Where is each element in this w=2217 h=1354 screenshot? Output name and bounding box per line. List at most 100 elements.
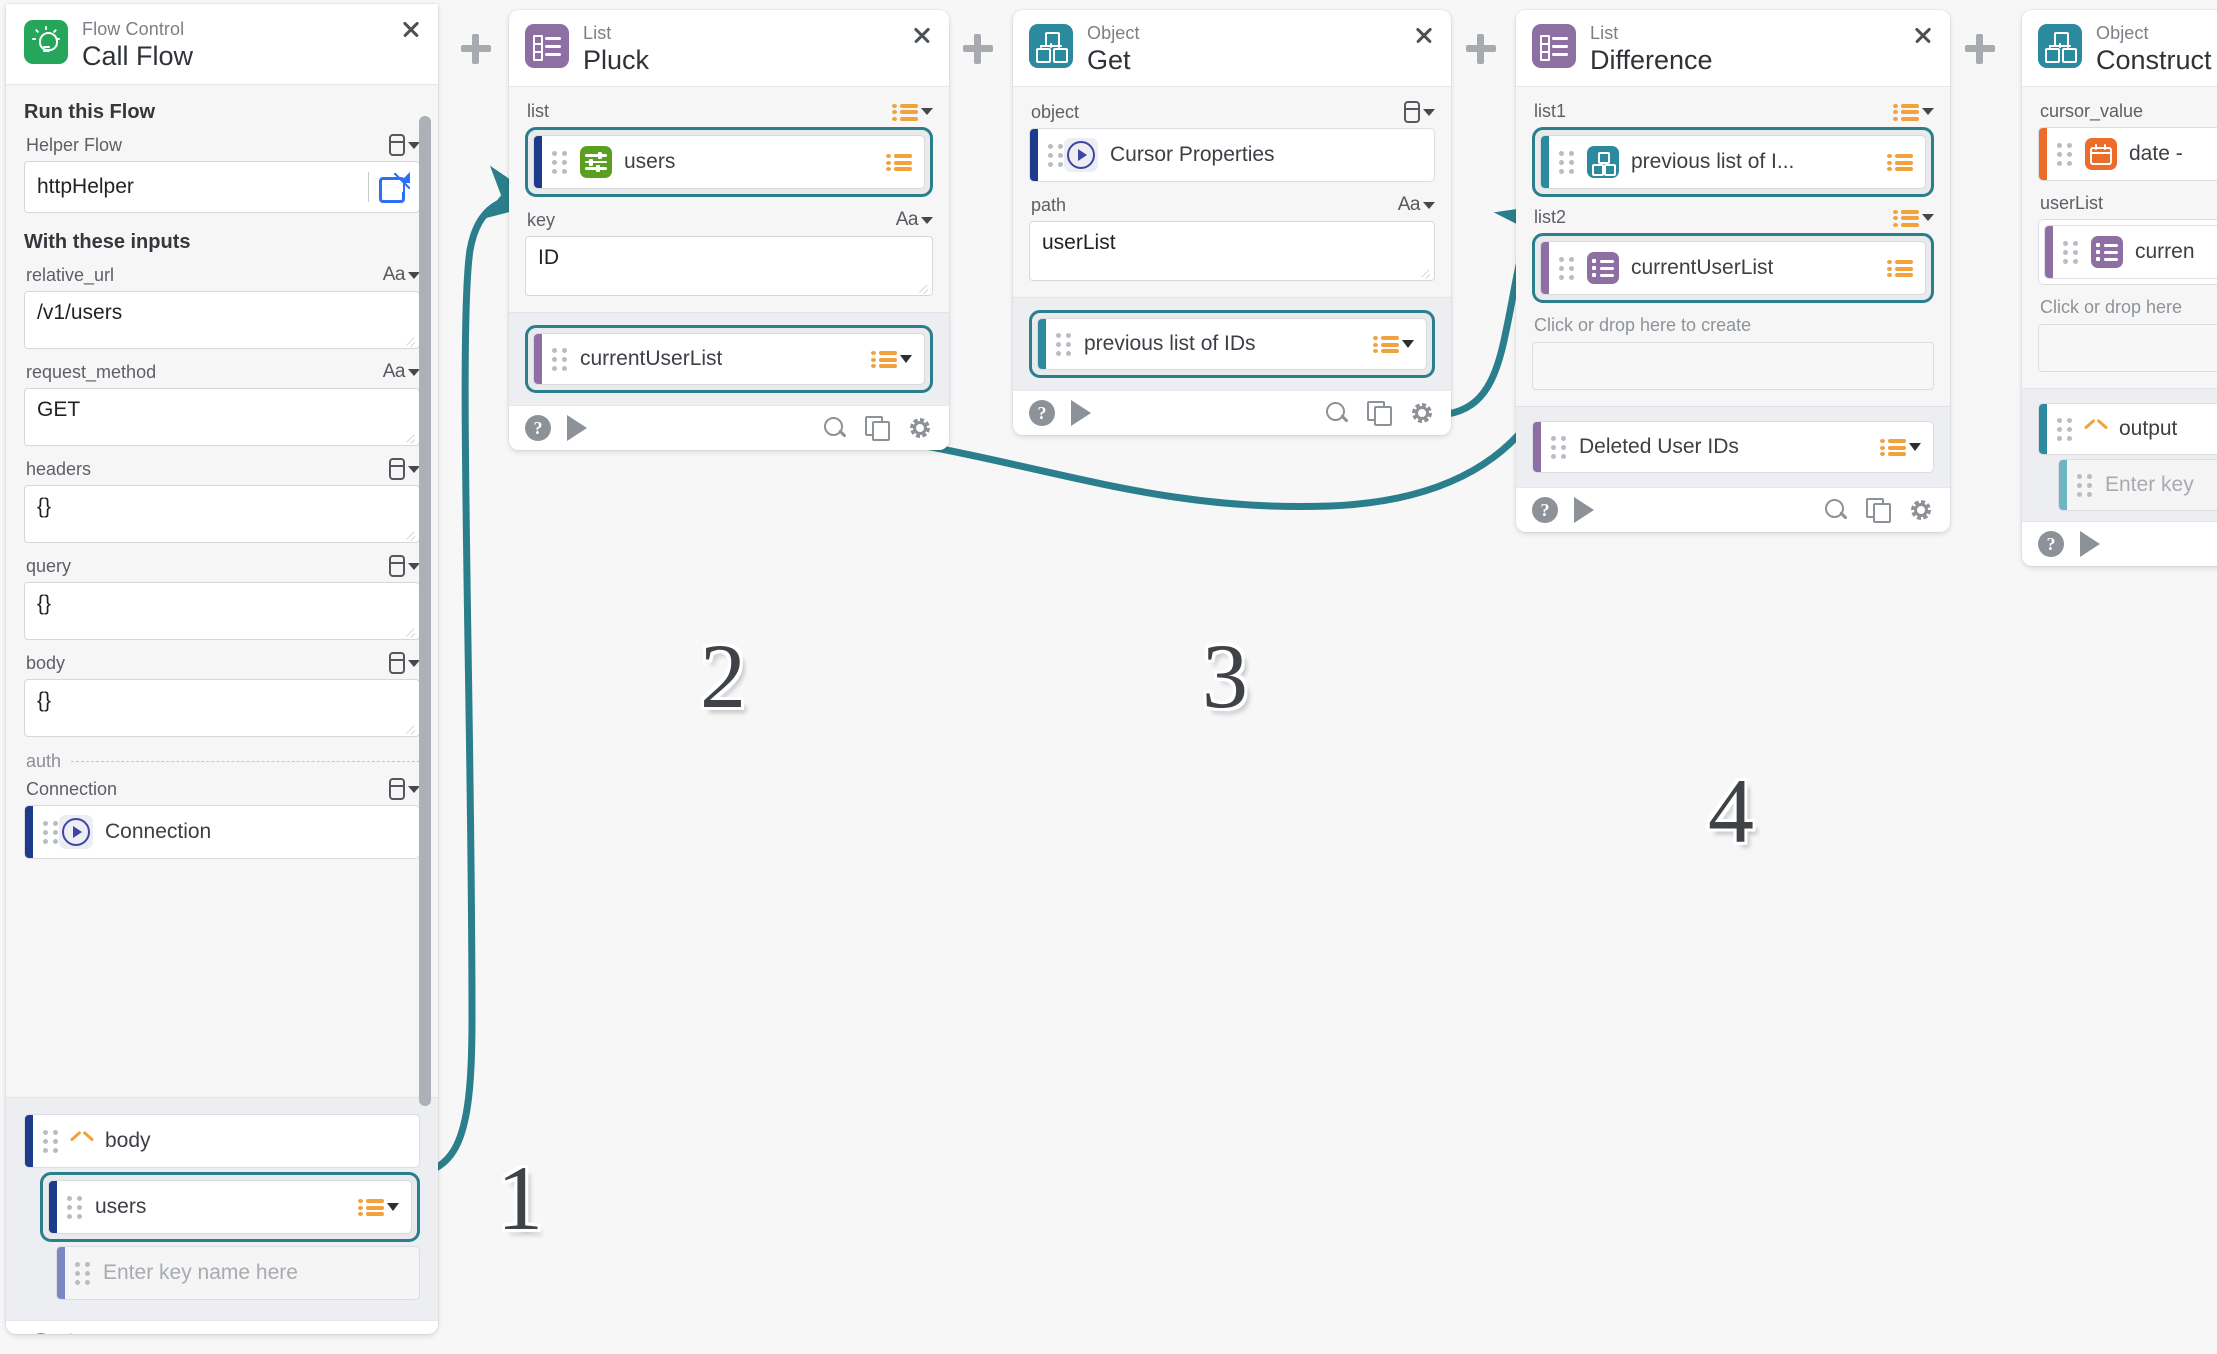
help-icon[interactable]: ? — [28, 1333, 54, 1334]
external-link-icon[interactable] — [377, 170, 411, 204]
drag-handle[interactable] — [552, 348, 568, 372]
drag-handle[interactable] — [43, 821, 59, 845]
output-new-key-input[interactable]: Enter key name here — [56, 1246, 420, 1301]
query-input[interactable]: {} — [24, 582, 420, 641]
drag-handle[interactable] — [43, 1130, 59, 1154]
helper-flow-type-dropdown[interactable] — [389, 134, 420, 157]
helper-flow-input[interactable]: httpHelper — [24, 161, 420, 214]
chevron-up-icon[interactable] — [71, 1135, 93, 1147]
gear-icon[interactable] — [1908, 497, 1934, 523]
get-path-type-dropdown[interactable]: Aa — [1398, 194, 1435, 216]
drag-handle[interactable] — [2077, 474, 2093, 498]
pluck-list-token-type[interactable] — [886, 153, 912, 172]
pluck-list-type-dropdown[interactable] — [892, 103, 933, 121]
construct-cursor-value-token[interactable]: date - — [2038, 127, 2217, 182]
get-output-type-dropdown[interactable] — [1373, 335, 1414, 354]
pluck-list-token[interactable]: users — [533, 135, 925, 190]
difference-list2-token[interactable]: currentUserList — [1540, 241, 1926, 296]
drag-handle[interactable] — [1551, 436, 1567, 460]
close-icon[interactable] — [1411, 22, 1437, 48]
add-node-button-4[interactable] — [1965, 34, 1995, 64]
drag-handle[interactable] — [1559, 151, 1575, 175]
body-type-dropdown[interactable] — [389, 652, 420, 675]
connection-type-dropdown[interactable] — [389, 778, 420, 801]
get-object-token[interactable]: Cursor Properties — [1029, 128, 1435, 183]
difference-list1-type-dropdown[interactable] — [1893, 103, 1934, 121]
get-output-selection: previous list of IDs — [1029, 310, 1435, 379]
construct-new-key-input[interactable]: Enter key — [2058, 459, 2217, 512]
drag-handle[interactable] — [2057, 418, 2073, 442]
get-output-token[interactable]: previous list of IDs — [1037, 318, 1427, 371]
construct-userlist-token[interactable]: curren — [2044, 225, 2217, 280]
construct-dropzone[interactable] — [2038, 324, 2217, 373]
get-title: Get — [1087, 44, 1131, 75]
help-icon[interactable]: ? — [2038, 531, 2064, 558]
play-icon[interactable] — [1574, 497, 1594, 524]
relative-url-label: relative_url — [26, 264, 115, 285]
difference-dropzone-label: Click or drop here to create — [1534, 315, 1752, 336]
output-users-token[interactable]: users — [48, 1180, 412, 1235]
help-icon[interactable]: ? — [1532, 497, 1558, 524]
difference-list1-token[interactable]: previous list of I... — [1540, 135, 1926, 190]
headers-type-dropdown[interactable] — [389, 458, 420, 481]
drag-handle[interactable] — [1056, 333, 1072, 357]
drag-handle[interactable] — [1559, 257, 1575, 281]
construct-output-token[interactable]: output — [2038, 403, 2217, 456]
drag-handle[interactable] — [1048, 144, 1064, 168]
pluck-key-input[interactable]: ID — [525, 236, 933, 297]
close-icon[interactable] — [398, 16, 424, 42]
pluck-key-type-dropdown[interactable]: Aa — [896, 209, 933, 231]
close-icon[interactable] — [909, 22, 935, 48]
drag-handle[interactable] — [2057, 143, 2073, 167]
search-icon[interactable] — [1325, 401, 1349, 425]
output-body-token[interactable]: body — [24, 1114, 420, 1169]
drag-handle[interactable] — [75, 1262, 91, 1286]
play-icon[interactable] — [70, 1333, 90, 1334]
drag-handle[interactable] — [67, 1196, 83, 1220]
add-node-button-2[interactable] — [963, 34, 993, 64]
headers-input[interactable]: {} — [24, 485, 420, 544]
difference-output-type-dropdown[interactable] — [1880, 438, 1921, 457]
query-type-dropdown[interactable] — [389, 555, 420, 578]
pluck-output-type-dropdown[interactable] — [871, 350, 912, 369]
add-node-button-3[interactable] — [1466, 34, 1496, 64]
play-icon[interactable] — [1071, 400, 1091, 427]
get-path-input[interactable]: userList — [1029, 221, 1435, 282]
pluck-output-token[interactable]: currentUserList — [533, 333, 925, 386]
add-node-button-1[interactable] — [461, 34, 491, 64]
body-input[interactable]: {} — [24, 679, 420, 738]
difference-dropzone[interactable] — [1532, 342, 1934, 391]
search-icon[interactable] — [1824, 498, 1848, 522]
chevron-up-icon[interactable] — [2085, 423, 2107, 435]
drag-handle[interactable] — [2063, 241, 2079, 265]
output-users-type-dropdown[interactable] — [358, 1198, 399, 1217]
gear-icon[interactable] — [907, 415, 933, 441]
gear-icon[interactable] — [1409, 400, 1435, 426]
database-icon — [389, 652, 405, 675]
construct-output-label: output — [2119, 417, 2178, 441]
request-method-type-dropdown[interactable]: Aa — [383, 361, 420, 383]
panel-scrollbar[interactable] — [419, 116, 431, 1106]
copy-icon[interactable] — [865, 416, 890, 442]
gear-icon[interactable] — [390, 1333, 416, 1334]
difference-list2-token-type[interactable] — [1887, 259, 1913, 278]
difference-category: List — [1590, 23, 1619, 43]
difference-output-token[interactable]: Deleted User IDs — [1532, 421, 1934, 474]
play-icon[interactable] — [567, 415, 587, 442]
get-object-type-dropdown[interactable] — [1404, 101, 1435, 124]
play-icon[interactable] — [2080, 531, 2100, 558]
drag-handle[interactable] — [552, 151, 568, 175]
request-method-input[interactable]: GET — [24, 388, 420, 447]
connection-token[interactable]: Connection — [24, 805, 420, 860]
difference-list1-token-type[interactable] — [1887, 153, 1913, 172]
help-icon[interactable]: ? — [525, 415, 551, 442]
relative-url-input[interactable]: /v1/users — [24, 291, 420, 350]
copy-icon[interactable] — [1866, 498, 1891, 524]
copy-icon[interactable] — [1367, 401, 1392, 427]
pluck-body: list users — [509, 86, 949, 313]
help-icon[interactable]: ? — [1029, 400, 1055, 427]
search-icon[interactable] — [823, 416, 847, 440]
difference-list2-type-dropdown[interactable] — [1893, 209, 1934, 227]
relative-url-type-dropdown[interactable]: Aa — [383, 264, 420, 286]
close-icon[interactable] — [1910, 22, 1936, 48]
